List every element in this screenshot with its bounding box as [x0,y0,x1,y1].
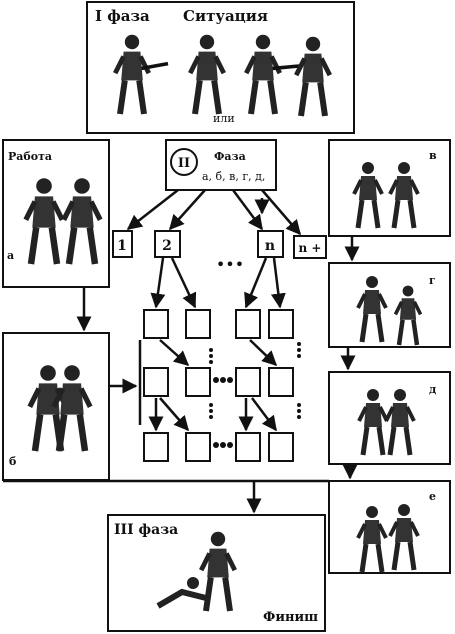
grid-box [185,432,211,462]
grid-box [268,432,294,462]
step-2-label: 2 [162,238,172,254]
step-n-label: n [265,238,275,254]
panel-e-box [328,480,451,574]
step-1-label: 1 [117,238,127,254]
phase3-figure-fallen [156,588,207,609]
phase3-finish: Финиш [263,610,318,625]
step-nplus-label: n + [299,241,322,255]
step-box-1 [112,230,133,258]
grid-box [185,367,211,397]
panel-g-letter: г [429,274,436,287]
phase1-or-label: или [213,112,235,125]
phase2-roman: II [178,156,190,171]
work-label: Работа [8,150,52,163]
step-box-2 [154,230,181,258]
phase2-roman-circle [170,148,198,176]
connector-arrows [3,189,360,514]
grid-box [268,367,294,397]
phase3-title: III фаза [114,522,178,538]
phase1-figure-gunman-left [115,35,169,114]
phase2-letters: а, б, в, г, д, [202,170,265,183]
grid-dots-horizontal [213,377,233,448]
grid-dots-vertical [209,342,301,419]
panel-e-letter: е [429,490,436,503]
step-box-nplus [293,235,327,259]
panel-v-letter: в [429,149,437,162]
panel-a-letter: а [7,249,14,262]
phase1-figure-gunman-right [246,35,300,114]
variant-grid [143,309,294,462]
grid-box [268,309,294,339]
phase2-title: Фаза [214,150,246,163]
grid-box [185,309,211,339]
panel-b-letter: б [9,455,16,468]
grid-box [143,309,169,339]
step-dots: ••• [216,255,244,274]
grid-box [143,432,169,462]
phase3-figure-fallen-head [187,577,199,589]
panel-d-letter: д [429,383,436,396]
panel-g-box [328,262,451,348]
grid-box [235,367,261,397]
step-box-n [257,230,284,258]
grid-box [235,309,261,339]
phase1-title: I фаза [95,7,150,25]
grid-box [235,432,261,462]
panel-v-box [328,139,451,237]
phase1-subtitle: Ситуация [183,7,268,25]
grid-box [143,367,169,397]
